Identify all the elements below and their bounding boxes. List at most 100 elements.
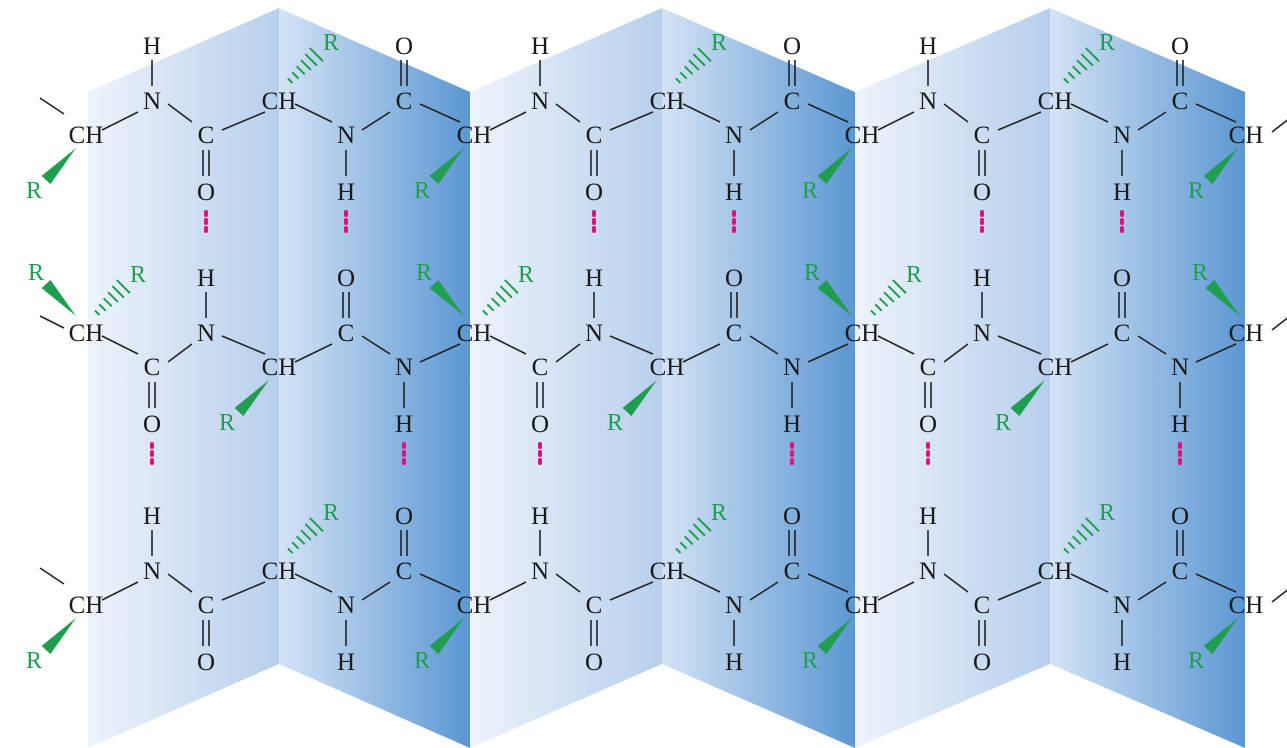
hashed-bond [504, 279, 519, 294]
carbonyl-carbon: C [198, 592, 215, 619]
hashed-bond [1085, 47, 1100, 62]
hashed-bond [499, 285, 513, 299]
r-group: R [26, 178, 42, 204]
sheet-panel-3 [470, 8, 662, 748]
oxygen: O [725, 265, 743, 292]
oxygen: O [1171, 33, 1189, 60]
bond-line [555, 103, 581, 123]
carbonyl-carbon: C [338, 320, 355, 347]
r-group: R [802, 178, 818, 204]
bond-line [997, 581, 1042, 601]
hashed-bond [1085, 517, 1100, 532]
bond-line [294, 573, 333, 593]
r-group: R [323, 500, 339, 526]
alpha-carbon: CH [1229, 592, 1264, 619]
hydrogen: H [1113, 179, 1131, 206]
hydrogen: H [1171, 411, 1189, 438]
hashed-bond [107, 291, 119, 303]
alpha-carbon: CH [845, 122, 880, 149]
bond-line [1070, 343, 1109, 363]
alpha-carbon: CH [457, 592, 492, 619]
hashed-bond [102, 297, 113, 308]
r-group: R [711, 30, 727, 56]
bond-line [1271, 589, 1287, 603]
wedge-bond [1010, 380, 1045, 417]
bond-line [555, 343, 581, 363]
bond-line [1271, 119, 1287, 133]
r-group: R [1099, 30, 1115, 56]
bond-line [1070, 573, 1109, 593]
hydrogen-bonds [150, 210, 1182, 470]
bond-line [1195, 343, 1237, 363]
bond-line [1195, 573, 1237, 593]
hashed-bond [287, 77, 294, 84]
hashed-bond [692, 53, 706, 67]
bond-line [39, 97, 65, 115]
nitrogen: N [531, 88, 549, 115]
r-group: R [26, 648, 42, 674]
wedge-bond [817, 148, 852, 185]
nitrogen: N [337, 592, 355, 619]
carbonyl-carbon: C [532, 354, 549, 381]
hydrogen: H [919, 503, 937, 530]
wedge-bond [817, 279, 852, 316]
carbonyl-carbon: C [1172, 558, 1189, 585]
bond-line [39, 315, 65, 329]
r-group: R [1192, 260, 1208, 286]
hydrogen: H [783, 411, 801, 438]
oxygen: O [973, 649, 991, 676]
hashed-bond [482, 309, 489, 316]
r-group: R [130, 262, 146, 288]
carbonyl-carbon: C [726, 320, 743, 347]
covalent-bonds [39, 60, 1287, 646]
bond-line [1137, 111, 1167, 131]
hydrogen: H [919, 33, 937, 60]
bond-line [419, 573, 461, 593]
oxygen: O [585, 649, 603, 676]
hashed-bond [111, 285, 125, 299]
hashed-bond [1071, 535, 1082, 546]
alpha-carbon: CH [1038, 354, 1073, 381]
bond-line [807, 573, 849, 593]
hashed-bond [291, 541, 300, 550]
bond-line [294, 103, 333, 123]
hashed-bond [304, 523, 318, 537]
wedge-bond [817, 618, 852, 655]
hashed-bond [1067, 71, 1076, 80]
alpha-carbon: CH [1229, 320, 1264, 347]
hydrogen: H [337, 649, 355, 676]
alpha-carbon: CH [69, 592, 104, 619]
bond-line [101, 111, 139, 131]
r-group: R [607, 410, 623, 436]
bond-line [555, 573, 581, 593]
r-group: R [416, 260, 432, 286]
hashed-bond [675, 547, 682, 554]
hydrogen: H [531, 33, 549, 60]
hashed-bond [94, 309, 101, 316]
r-group-bonds [41, 47, 1240, 655]
hashed-bond [1080, 53, 1094, 67]
wedge-bond [429, 279, 464, 316]
alpha-carbon: CH [845, 592, 880, 619]
carbonyl-carbon: C [920, 354, 937, 381]
bond-line [1271, 317, 1287, 331]
nitrogen: N [531, 558, 549, 585]
sheet-panel-1 [88, 8, 279, 748]
bond-line [997, 111, 1042, 131]
hashed-bond [887, 285, 901, 299]
oxygen: O [395, 33, 413, 60]
nitrogen: N [585, 320, 603, 347]
oxygen: O [783, 33, 801, 60]
alpha-carbon: CH [650, 88, 685, 115]
bond-line [609, 111, 654, 131]
hashed-bond [1063, 77, 1070, 84]
hashed-bond [1071, 65, 1082, 76]
bond-line [1137, 581, 1167, 601]
bond-line [489, 581, 527, 601]
r-group: R [906, 262, 922, 288]
bond-line [419, 343, 461, 363]
oxygen: O [919, 411, 937, 438]
nitrogen: N [919, 558, 937, 585]
hydrogen: H [973, 265, 991, 292]
hashed-bond [874, 303, 883, 312]
